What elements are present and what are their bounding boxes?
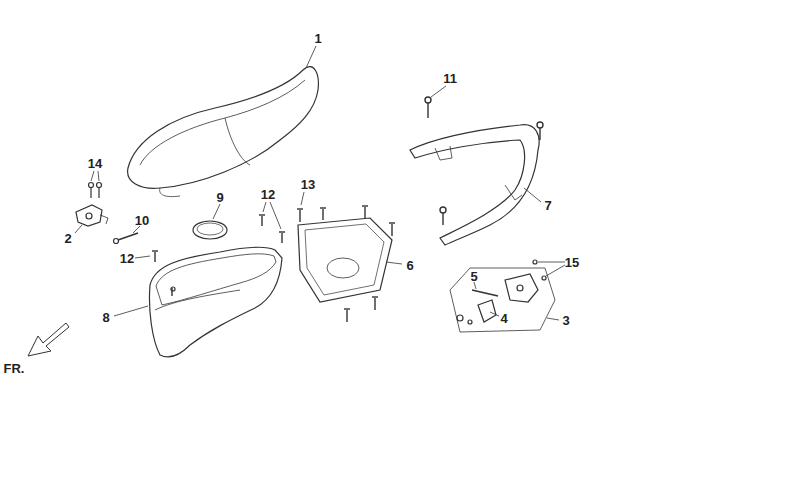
- callout-number: 9: [216, 191, 223, 204]
- callout-number: 2: [64, 232, 71, 245]
- callout-number: 15: [565, 256, 579, 269]
- callout-number: 14: [88, 157, 102, 170]
- callout-number: 5: [470, 270, 477, 283]
- callout-number: 11: [443, 72, 457, 85]
- direction-label: FR.: [4, 362, 25, 375]
- callout-number: 12: [261, 188, 275, 201]
- callout-number: 12: [120, 252, 134, 265]
- callout-number: 8: [102, 311, 109, 324]
- callout-number: 1: [314, 32, 321, 45]
- callout-number: 13: [301, 178, 315, 191]
- callout-number: 3: [562, 314, 569, 327]
- callout-number: 7: [544, 199, 551, 212]
- callout-number: 4: [500, 312, 507, 325]
- callout-number: 10: [135, 214, 149, 227]
- callout-number: 6: [406, 259, 413, 272]
